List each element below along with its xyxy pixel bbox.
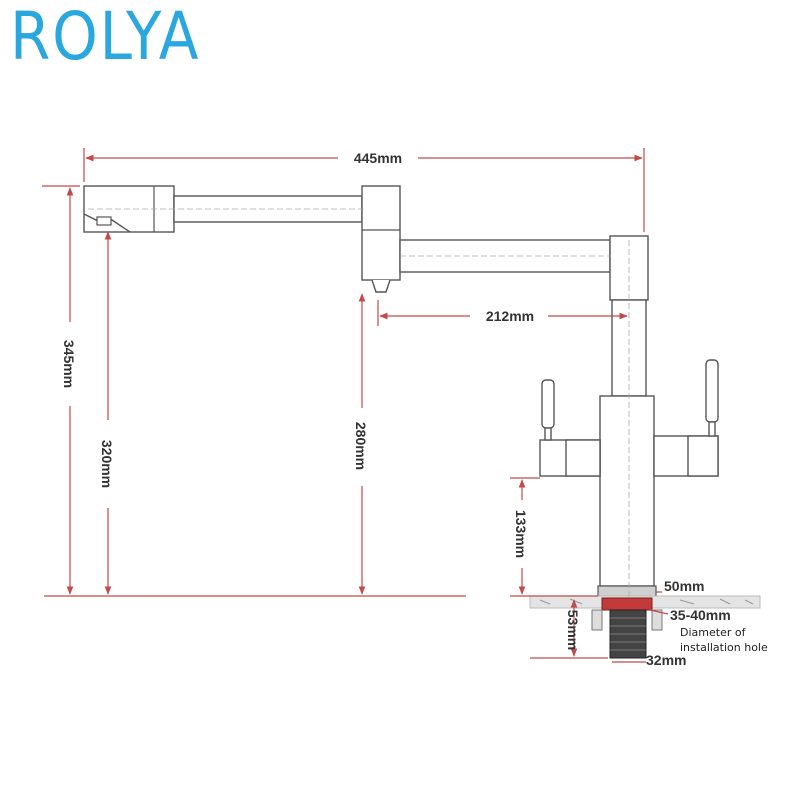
spout-aerator: [96, 216, 112, 226]
centerlines: [88, 208, 630, 600]
dim-total-height: 345mm: [61, 340, 77, 388]
mounting-stud-right: [651, 609, 663, 631]
mounting-nut: [601, 597, 653, 611]
hole-note-line1: Diameter of: [680, 626, 747, 639]
dim-shank-diameter: 32mm: [646, 652, 686, 668]
right-lever: [705, 359, 719, 423]
faucet-body: [599, 395, 655, 587]
dim-total-reach: 445mm: [354, 150, 402, 166]
brand-logo: ROLYA: [10, 0, 201, 75]
dim-shank-length: 53mm: [565, 610, 581, 650]
faucet-outline: [83, 185, 761, 659]
left-lever: [541, 379, 555, 429]
mounting-stud-left: [591, 609, 603, 631]
dim-secondary-spout-height: 280mm: [353, 422, 369, 470]
secondary-spout-tip: [371, 279, 391, 293]
dim-hole-diameter: 35-40mm: [670, 607, 731, 623]
dimension-lines: [42, 148, 669, 663]
hole-note-line2: installation hole: [680, 641, 768, 654]
dim-spout-height: 320mm: [99, 440, 115, 488]
upper-swivel-joint: [361, 185, 401, 281]
dim-lever-height: 133mm: [513, 510, 529, 558]
dim-secondary-reach: 212mm: [486, 308, 534, 324]
dim-base-diameter: 50mm: [664, 578, 704, 594]
